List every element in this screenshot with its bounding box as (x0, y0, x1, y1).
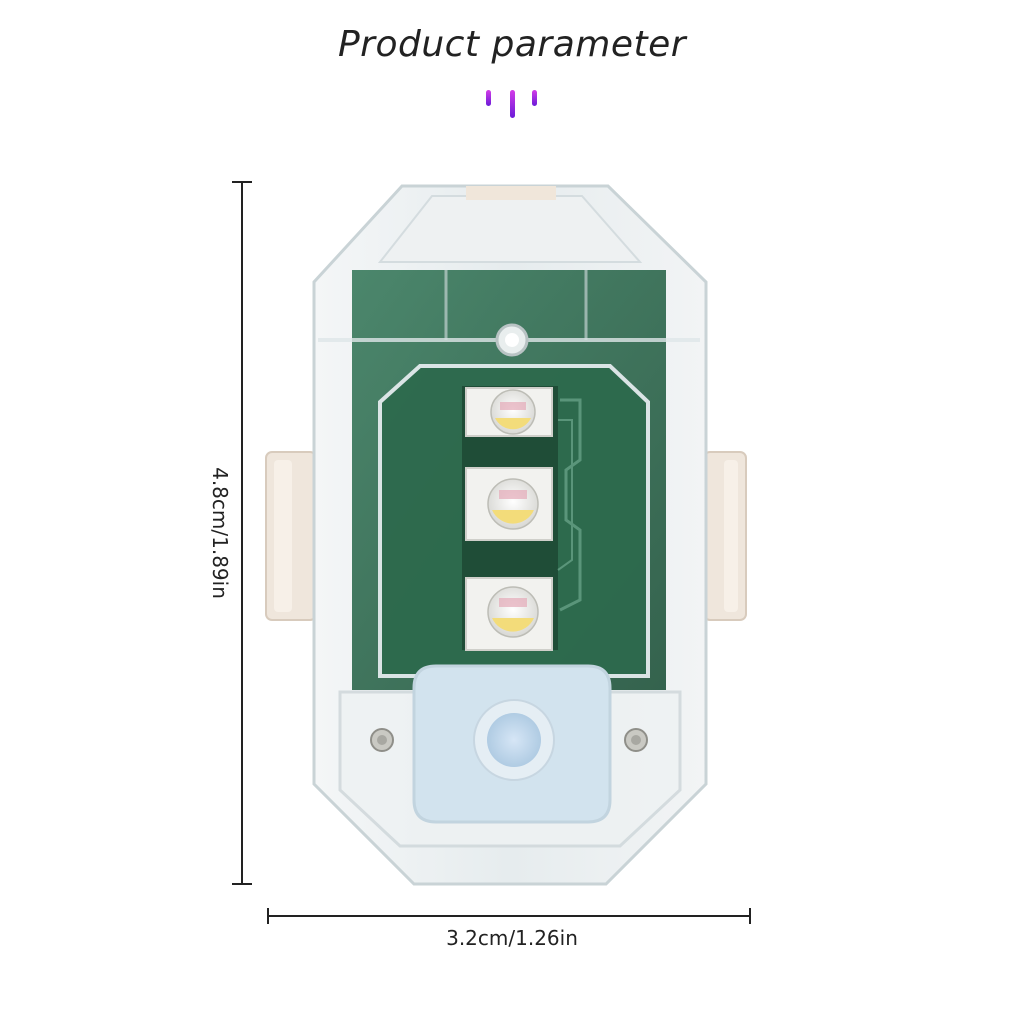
title-accent-icon (486, 90, 537, 118)
led-1 (465, 387, 553, 437)
screw-right-icon (624, 728, 648, 752)
height-dimension-line (232, 181, 252, 885)
power-button (412, 664, 612, 824)
width-dimension-line (267, 908, 751, 924)
led-2 (465, 467, 553, 541)
width-dimension-label: 3.2cm/1.26in (446, 926, 578, 950)
top-sensor-icon (495, 323, 529, 357)
led-3 (465, 577, 553, 651)
height-dimension-label: 4.8cm/1.89in (208, 467, 232, 599)
side-clip-right (703, 451, 747, 621)
screw-left-icon (370, 728, 394, 752)
side-clip-left (265, 451, 317, 621)
page-title: Product parameter (337, 24, 687, 65)
